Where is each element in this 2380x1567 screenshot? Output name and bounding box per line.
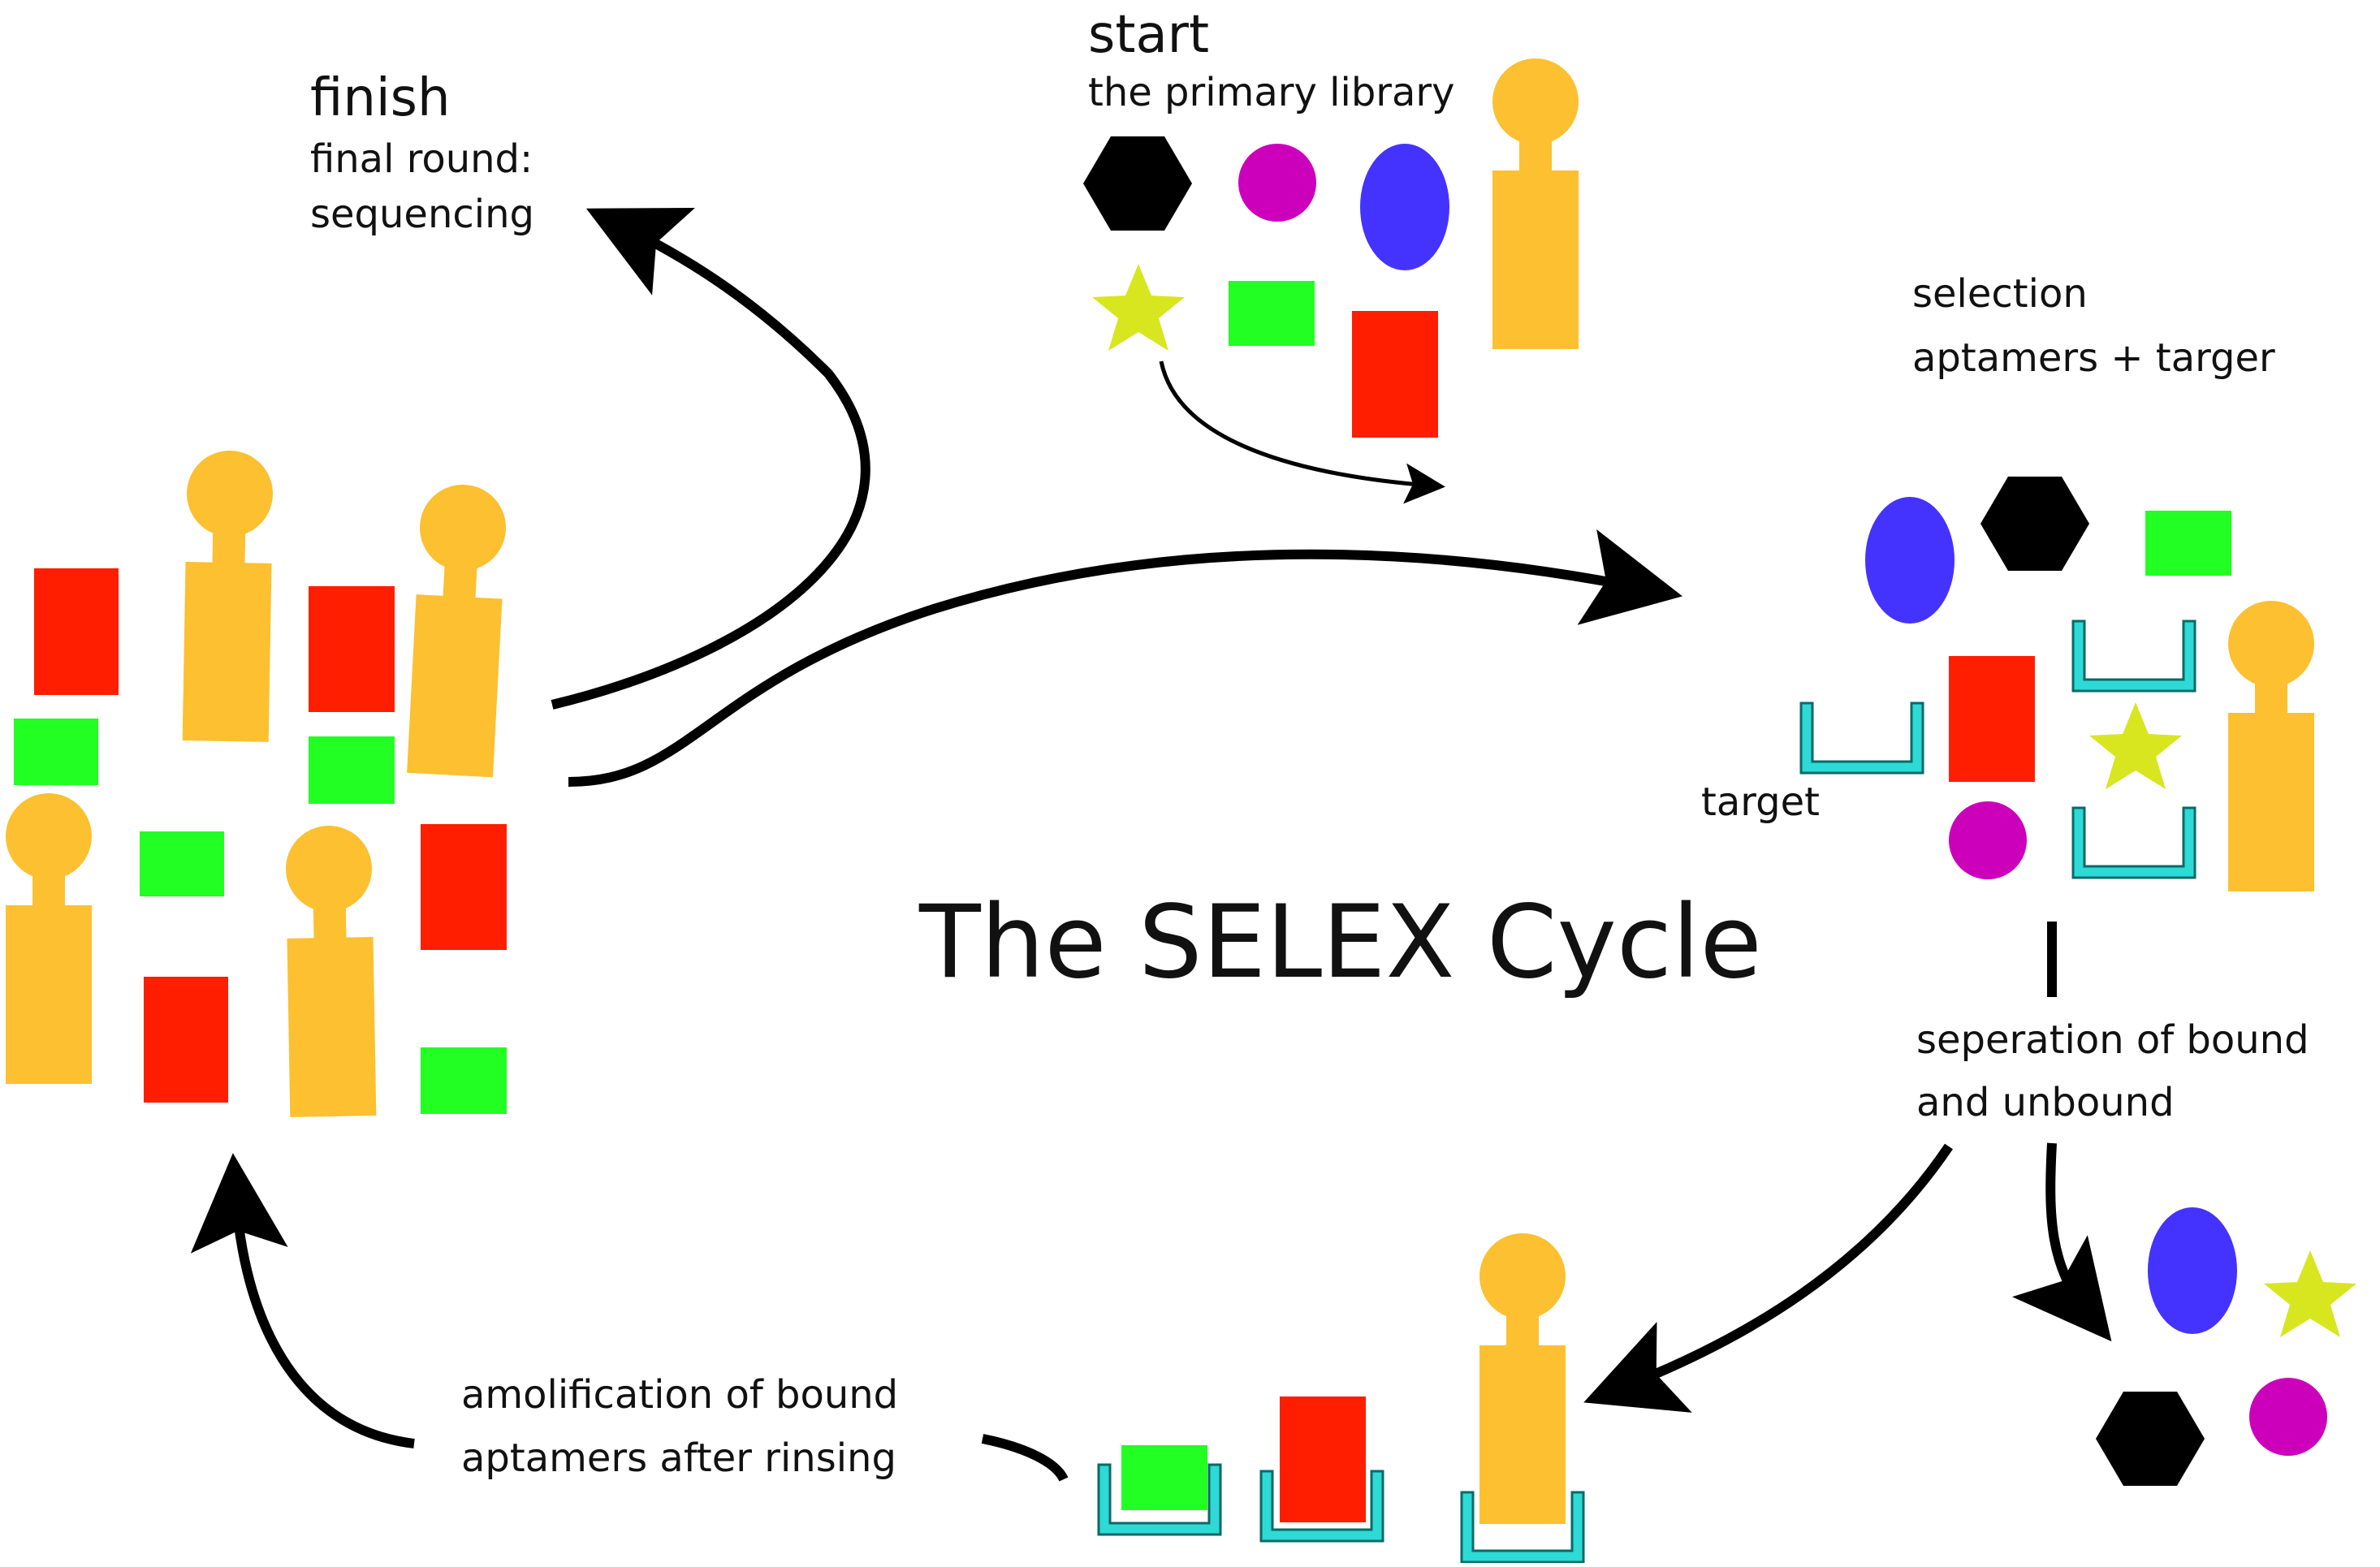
star-molecule (2264, 1250, 2356, 1337)
arrow-to-selection (568, 529, 1683, 787)
enriched-pool (6, 450, 508, 1117)
arrow-to-finish (551, 207, 870, 710)
target-label: target (1701, 779, 1820, 825)
red-rect-molecule (144, 977, 228, 1103)
separation-line1: seperation of bound (1916, 1017, 2309, 1063)
selection-mixture (1799, 477, 2314, 891)
arrow-library-to-selection (1159, 360, 1445, 504)
arrow-amplification (190, 1153, 415, 1448)
arrows (190, 207, 2112, 1482)
connector-amplification (981, 1434, 1069, 1482)
start-caption: the primary library (1088, 70, 1455, 115)
green-rect-molecule (421, 1047, 507, 1114)
selection-line1: selection (1912, 271, 2088, 317)
arrow-to-unbound (2011, 1142, 2112, 1342)
amplification-line1: amolification of bound (461, 1372, 899, 1418)
aptamer-shape (1492, 58, 1579, 349)
arrow-to-bound (1583, 1143, 1953, 1413)
finish-caption-line2: sequencing (310, 192, 534, 237)
star-molecule (2089, 702, 2182, 789)
hexagon-molecule (1083, 136, 1192, 231)
circle-molecule (1238, 144, 1316, 222)
separation-line2: and unbound (1916, 1080, 2175, 1125)
green-rect-molecule (2145, 511, 2231, 576)
primary-library (1083, 58, 1579, 438)
red-rect-molecule (1280, 1396, 1366, 1522)
circle-molecule (2249, 1378, 2327, 1456)
ellipse-molecule (1360, 144, 1449, 270)
aptamer-shape (285, 825, 377, 1117)
amplification-line2: aptamers after rinsing (461, 1435, 896, 1481)
ellipse-molecule (2148, 1207, 2237, 1334)
start-heading: start (1088, 5, 1210, 65)
red-rect-molecule (1352, 311, 1438, 438)
selection-line2: aptamers + targer (1912, 335, 2275, 381)
finish-caption-line1: final round: (310, 136, 533, 182)
bound-aptamers (1097, 1233, 1585, 1564)
unbound-molecules (2096, 1207, 2356, 1486)
green-rect-molecule (14, 719, 98, 785)
red-rect-molecule (1949, 656, 2035, 782)
hexagon-molecule (2096, 1392, 2205, 1486)
target-cup (2071, 619, 2196, 693)
star-molecule (1092, 264, 1185, 351)
red-rect-molecule (309, 586, 395, 712)
green-rect-molecule (1229, 281, 1315, 346)
aptamer-shape (2228, 601, 2314, 891)
red-rect-molecule (34, 568, 119, 695)
target-cup (2071, 806, 2196, 879)
green-rect-molecule (1121, 1445, 1207, 1510)
green-rect-molecule (309, 736, 395, 804)
aptamer-shape (407, 482, 508, 778)
diagram-title: The SELEX Cycle (919, 884, 1762, 1001)
red-rect-molecule (421, 824, 507, 950)
target-cup (1799, 701, 1924, 775)
aptamer-shape (6, 793, 92, 1084)
ellipse-molecule (1865, 497, 1955, 624)
aptamer-shape (182, 450, 274, 742)
green-rect-molecule (140, 831, 224, 896)
hexagon-molecule (1980, 477, 2089, 571)
circle-molecule (1949, 801, 2027, 879)
finish-heading: finish (310, 68, 451, 128)
aptamer-shape (1479, 1233, 1566, 1524)
